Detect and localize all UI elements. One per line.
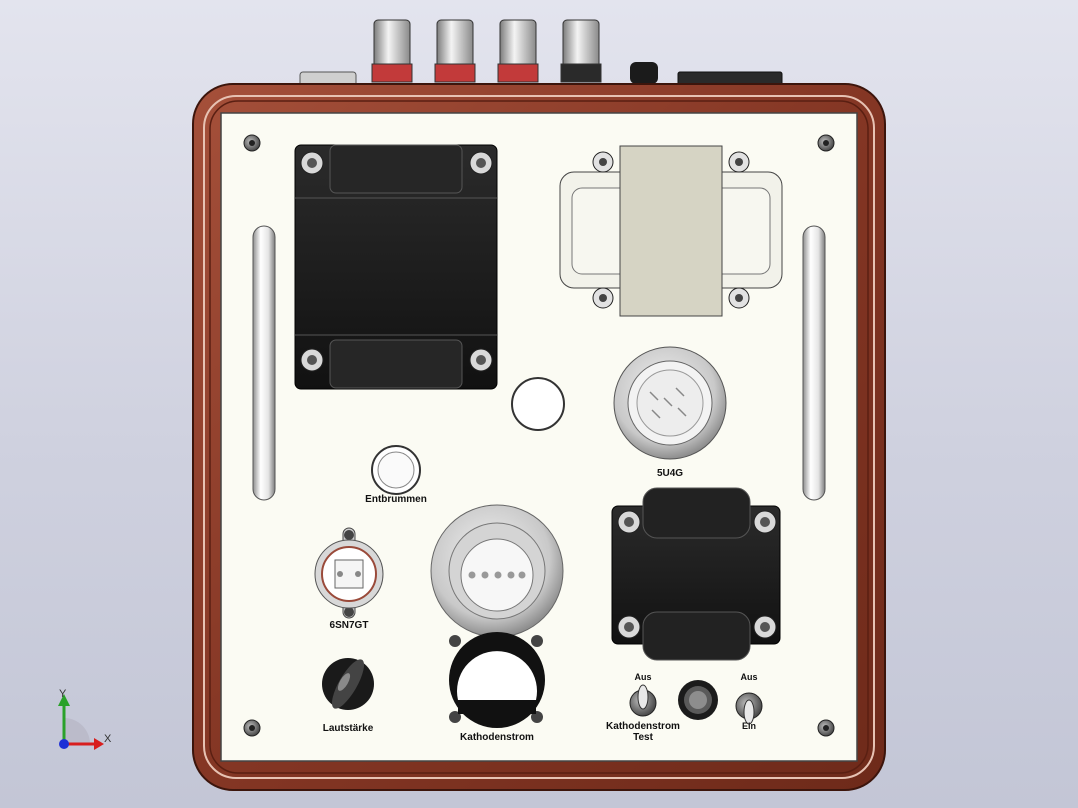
label-lautstaerke: Lautstärke: [322, 723, 374, 734]
tube-socket-6sn7gt: [314, 527, 384, 619]
pilot-lamp: [678, 680, 718, 720]
kathodenstrom-meter: [449, 632, 545, 728]
triad-x-label: X: [104, 733, 112, 745]
left-handle: [252, 225, 276, 501]
kathodenstrom-test-switch[interactable]: [629, 684, 657, 717]
choke-transformer: [611, 487, 781, 661]
power-transformer: [294, 144, 498, 390]
top-connectors: [299, 19, 783, 89]
triad-y-label: Y: [59, 688, 67, 700]
fuse-holder: [630, 62, 658, 84]
label-switch-kathodenstrom: Kathodenstrom: [606, 721, 680, 732]
label-entbrummen: Entbrummen: [365, 494, 427, 505]
label-6sn7gt: 6SN7GT: [329, 620, 369, 631]
blank-hole: [511, 377, 565, 431]
tube-socket-main: [430, 504, 564, 638]
rca-jack-2: [434, 19, 476, 83]
lautstaerke-knob[interactable]: [322, 655, 374, 712]
rca-jack-1: [371, 19, 413, 83]
label-switch-aus-left: Aus: [634, 672, 652, 682]
label-switch-ein: Ein: [741, 721, 757, 731]
label-kathodenstrom-meter: Kathodenstrom: [460, 732, 534, 743]
label-5u4g: 5U4G: [656, 468, 684, 479]
coordinate-triad: [58, 694, 104, 750]
tube-socket-5u4g: [613, 346, 727, 460]
rca-jack-3: [497, 19, 539, 83]
power-switch[interactable]: [735, 692, 763, 725]
rca-jack-4: [560, 19, 602, 83]
output-transformer: [559, 145, 783, 317]
label-switch-test: Test: [633, 732, 653, 743]
label-switch-aus-right: Aus: [740, 672, 758, 682]
right-handle: [802, 225, 826, 501]
entbrummen-trimmer[interactable]: [371, 445, 421, 495]
